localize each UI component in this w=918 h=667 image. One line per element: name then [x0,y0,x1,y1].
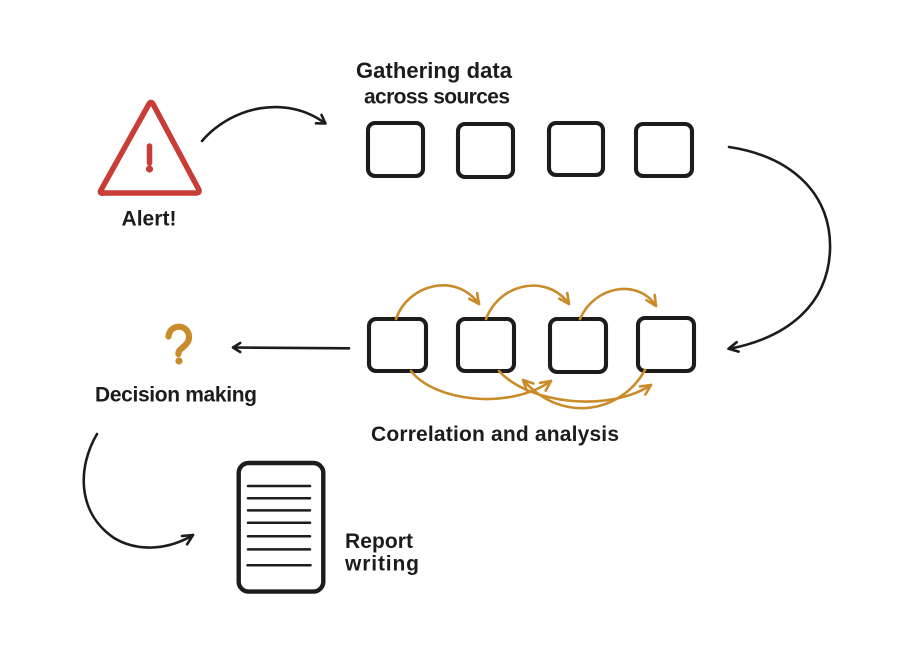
svg-text:Gathering data: Gathering data [356,58,513,83]
svg-text:Alert!: Alert! [122,208,177,231]
svg-text:across sources: across sources [364,86,510,109]
svg-text:Report: Report [345,530,413,553]
svg-text:Decision making: Decision making [95,384,257,407]
svg-text:writing: writing [344,553,419,576]
svg-text:Correlation and analysis: Correlation and analysis [371,423,619,446]
